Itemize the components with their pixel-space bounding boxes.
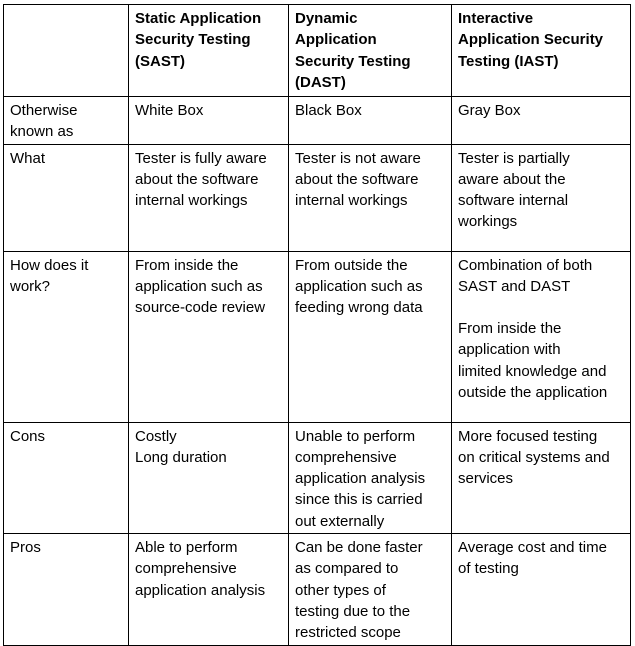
header-text: Application (295, 31, 377, 49)
cell-dast: Unable to perform comprehensive applicat… (288, 421, 452, 535)
cell-text: as compared to (295, 560, 399, 578)
cell-text: Tester is fully aware (135, 149, 267, 167)
cell-text: feeding wrong data (295, 299, 423, 317)
cell-text: SAST and DAST (458, 277, 571, 295)
cell-iast: Gray Box (451, 96, 631, 145)
header-text: Security Testing (295, 52, 411, 70)
row-label: Otherwise known as (3, 96, 129, 145)
cell-text: More focused testing (458, 427, 598, 445)
header-text: Testing (IAST) (458, 52, 559, 70)
cell-text: Able to perform (135, 539, 238, 557)
cell-text: of testing (458, 560, 519, 578)
cell-text: since this is carried (295, 491, 423, 509)
cell-text: application analysis (135, 581, 266, 599)
row-label-text: Cons (10, 427, 46, 445)
header-text: Application Security (458, 31, 604, 49)
cell-text: about the software (135, 170, 259, 188)
header-text: (SAST) (135, 52, 185, 70)
cell-text: on critical systems and (458, 448, 610, 466)
cell-text: Long duration (135, 448, 227, 466)
cell-text: Unable to perform (295, 427, 416, 445)
row-label: Cons (3, 421, 129, 535)
cell-text: application with (458, 341, 561, 359)
row-label: How does it work? (3, 250, 129, 423)
cell-sast: Costly Long duration (128, 421, 289, 535)
header-text: Security Testing (135, 31, 251, 49)
table-row: Cons Costly Long duration Unable to perf… (3, 421, 631, 535)
cell-sast: Able to perform comprehensive applicatio… (128, 533, 289, 646)
cell-text: From inside the (458, 320, 562, 338)
cell-text: about the software (295, 170, 419, 188)
table-row: How does it work? From inside the applic… (3, 250, 631, 423)
header-iast: Interactive Application Security Testing… (451, 4, 631, 97)
cell-text: aware about the (458, 170, 566, 188)
table-row: Pros Able to perform comprehensive appli… (3, 533, 631, 646)
cell-text: Costly (135, 427, 177, 445)
cell-text: limited knowledge and (458, 362, 607, 380)
cell-iast: Tester is partially aware about the soft… (451, 143, 631, 252)
cell-iast: Combination of both SAST and DAST From i… (451, 250, 631, 423)
row-label-text: known as (10, 123, 74, 141)
document-page: Static Application Security Testing (SAS… (3, 4, 631, 646)
cell-text: White Box (135, 102, 204, 119)
cell-text: Black Box (295, 102, 362, 119)
cell-dast: From outside the application such as fee… (288, 250, 452, 423)
cell-text: testing due to the (295, 602, 411, 620)
cell-text: application such as (135, 277, 263, 295)
cell-text: Average cost and time (458, 539, 607, 557)
cell-text: internal workings (135, 192, 248, 210)
cell-text: From inside the (135, 256, 239, 274)
comparison-table: Static Application Security Testing (SAS… (3, 4, 631, 646)
header-sast: Static Application Security Testing (SAS… (128, 4, 289, 97)
header-text: (DAST) (295, 73, 346, 91)
header-text: Static Application (135, 10, 262, 27)
header-empty-cell (3, 4, 129, 97)
row-label-text: What (10, 149, 46, 167)
cell-sast: Tester is fully aware about the software… (128, 143, 289, 252)
cell-text: Combination of both (458, 256, 593, 274)
cell-text: source-code review (135, 299, 266, 317)
table-row: Otherwise known as White Box Black Box G… (3, 96, 631, 145)
cell-dast: Can be done faster as compared to other … (288, 533, 452, 646)
cell-text: application analysis (295, 470, 426, 488)
cell-dast: Tester is not aware about the software i… (288, 143, 452, 252)
cell-text: out externally (295, 512, 385, 530)
paragraph-gap (458, 297, 625, 318)
row-label: Pros (3, 533, 129, 646)
cell-sast: White Box (128, 96, 289, 145)
cell-text: comprehensive (295, 448, 397, 466)
cell-sast: From inside the application such as sour… (128, 250, 289, 423)
cell-dast: Black Box (288, 96, 452, 145)
cell-text: comprehensive (135, 560, 237, 578)
cell-iast: Average cost and time of testing (451, 533, 631, 646)
row-label-text: Pros (10, 539, 41, 557)
cell-text: software internal (458, 192, 569, 210)
header-text: Dynamic (295, 10, 358, 27)
cell-text: Tester is not aware (295, 149, 421, 167)
cell-iast: More focused testing on critical systems… (451, 421, 631, 535)
cell-text: From outside the (295, 256, 408, 274)
row-label-text: work? (10, 277, 51, 295)
row-label: What (3, 143, 129, 252)
header-text: Interactive (458, 10, 534, 27)
cell-text: workings (458, 213, 518, 231)
row-label-text: How does it (10, 256, 89, 274)
cell-text: Tester is partially (458, 149, 570, 167)
table-row: What Tester is fully aware about the sof… (3, 143, 631, 252)
cell-text: services (458, 470, 514, 488)
cell-text: restricted scope (295, 624, 401, 642)
cell-text: Can be done faster (295, 539, 423, 557)
header-row: Static Application Security Testing (SAS… (3, 4, 631, 97)
cell-text: other types of (295, 581, 386, 599)
cell-text: outside the application (458, 384, 608, 402)
cell-text: application such as (295, 277, 423, 295)
row-label-text: Otherwise (10, 102, 78, 119)
cell-text: Gray Box (458, 102, 521, 119)
header-dast: Dynamic Application Security Testing (DA… (288, 4, 452, 97)
cell-text: internal workings (295, 192, 408, 210)
